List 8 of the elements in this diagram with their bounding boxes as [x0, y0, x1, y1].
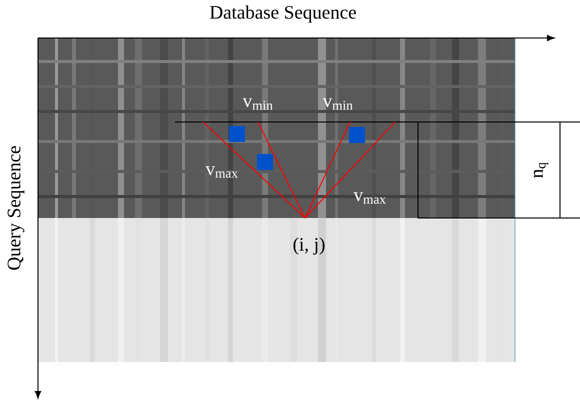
velocity-label: v$_{max}$: [206, 166, 238, 178]
velocity-label: v$_{min}$: [242, 98, 273, 110]
velocity-label: v$_{min}$: [322, 98, 353, 110]
axis-label: Query Sequence: [8, 146, 24, 270]
axis-label: Database Sequence: [210, 5, 356, 23]
dimension-label: n$_{q}$: [534, 162, 548, 178]
velocity-label: v$_{max}$: [354, 192, 386, 204]
point-label: (i, j): [293, 237, 325, 255]
